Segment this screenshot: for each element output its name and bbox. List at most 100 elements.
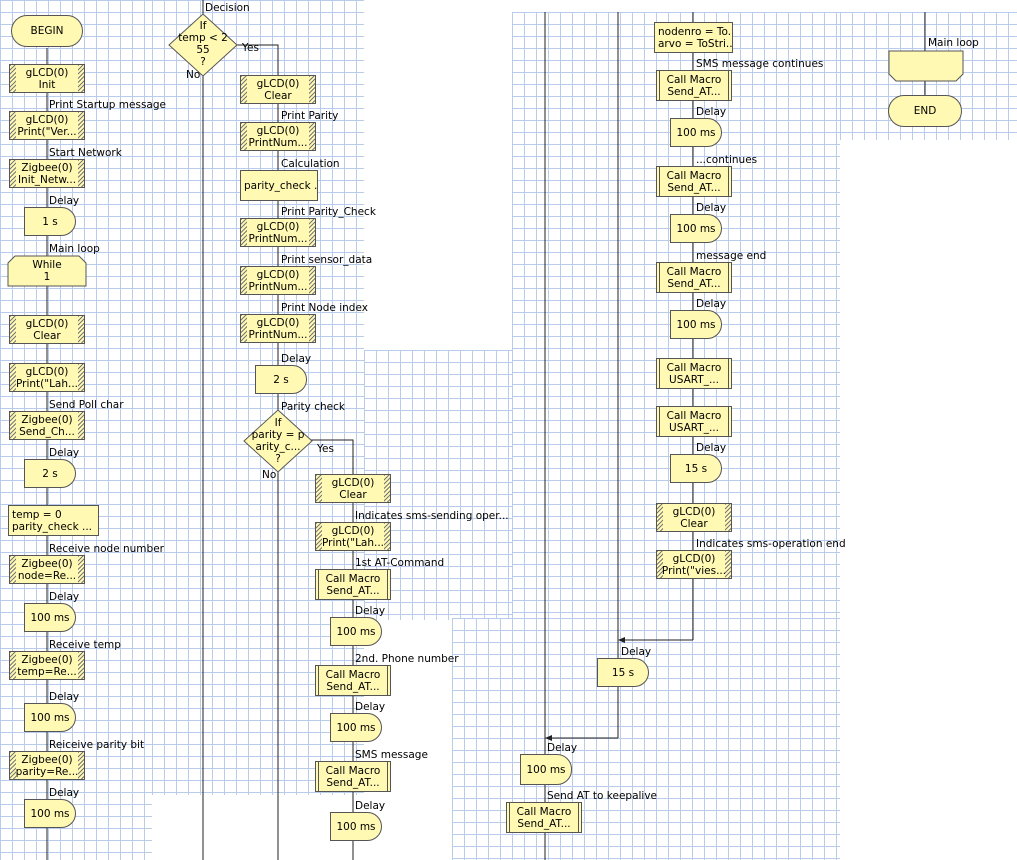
decision-label: Decision: [205, 2, 250, 14]
decision-line: 55: [196, 44, 210, 56]
block-line: node=Re...: [17, 569, 77, 582]
lcd-printnum-block[interactable]: gLCD(0)PrintNum...: [240, 314, 316, 343]
block-line: 100 ms: [676, 222, 716, 235]
block-line: gLCD(0): [331, 524, 375, 537]
zigbee-node-block[interactable]: Zigbee(0)node=Re...: [9, 555, 85, 584]
main-loop-label: Main loop: [928, 37, 979, 49]
lcd-print-ver-block[interactable]: gLCD(0)Print("Ver...: [9, 111, 85, 140]
delay-100ms-block[interactable]: 100 ms: [670, 118, 722, 147]
block-line: Call Macro: [666, 265, 722, 278]
lcd-print-lah-block[interactable]: gLCD(0)Print("Lah...: [9, 363, 85, 392]
calculation-block[interactable]: nodenro = To...arvo = ToStri...: [654, 22, 733, 53]
lcd-clear-block[interactable]: gLCD(0)Clear: [656, 503, 732, 532]
block-line: Print("Lah...: [15, 377, 79, 390]
block-line: Print("vies...: [661, 564, 727, 577]
block-line: 15 s: [611, 666, 635, 679]
delay-15s-block[interactable]: 15 s: [597, 658, 649, 687]
block-line: gLCD(0): [331, 476, 375, 489]
block-line: Send_AT...: [326, 776, 380, 789]
block-line: arvo = ToStri...: [658, 37, 733, 50]
lcd-printnum-block[interactable]: gLCD(0)PrintNum...: [240, 122, 316, 151]
delay-2s-block[interactable]: 2 s: [255, 365, 307, 394]
begin-text: BEGIN: [30, 25, 64, 37]
lcd-clear-block[interactable]: gLCD(0)Clear: [9, 315, 85, 344]
block-line: 2 s: [42, 467, 58, 480]
block-line: gLCD(0): [256, 124, 300, 137]
block-line: gLCD(0): [256, 77, 300, 90]
block-line: parity=Re...: [15, 765, 79, 778]
decision-text: If temp < 2 55 ?: [173, 20, 233, 68]
print-startup-label: Print Startup message: [49, 99, 166, 111]
block-line: 100 ms: [526, 763, 566, 776]
delay-label: Delay: [696, 106, 727, 118]
zigbee-init-block[interactable]: Zigbee(0)Init_Netw...: [9, 159, 85, 188]
block-line: Send_AT...: [517, 817, 571, 830]
loop-end-shape[interactable]: [888, 50, 964, 82]
block-line: nodenro = To...: [658, 25, 733, 38]
delay-15s-block[interactable]: 15 s: [670, 454, 722, 483]
delay-100ms-block[interactable]: 100 ms: [24, 799, 76, 828]
zigbee-send-block[interactable]: Zigbee(0)Send_Ch...: [9, 411, 85, 440]
parity-decision-diamond[interactable]: [242, 409, 314, 473]
calculation-block[interactable]: parity_check ...: [240, 170, 318, 201]
lcd-printnum-block[interactable]: gLCD(0)PrintNum...: [240, 266, 316, 295]
lcd-print-lah-block[interactable]: gLCD(0)Print("Lah...: [315, 522, 391, 551]
while-loop-shape[interactable]: [7, 255, 87, 287]
delay-100ms-block[interactable]: 100 ms: [670, 214, 722, 243]
begin-terminal[interactable]: BEGIN: [11, 15, 83, 47]
message-end-label: message end: [696, 250, 767, 262]
lcd-print-vies-block[interactable]: gLCD(0)Print("vies...: [656, 550, 732, 579]
block-line: PrintNum...: [248, 328, 308, 341]
lcd-init-block[interactable]: gLCD(0)Init: [9, 64, 85, 93]
delay-label: Delay: [49, 787, 80, 799]
decision-diamond[interactable]: [167, 13, 239, 77]
lcd-printnum-block[interactable]: gLCD(0)PrintNum...: [240, 218, 316, 247]
delay-label: Delay: [696, 298, 727, 310]
zigbee-parity-block[interactable]: Zigbee(0)parity=Re...: [9, 751, 85, 780]
send-poll-label: Send Poll char: [49, 399, 124, 411]
block-line: Send_AT...: [667, 181, 721, 194]
block-line: 100 ms: [30, 711, 70, 724]
delay-100ms-block[interactable]: 100 ms: [24, 603, 76, 632]
delay-label: Delay: [621, 646, 652, 658]
block-line: Init_Netw...: [17, 173, 77, 186]
block-line: gLCD(0): [256, 220, 300, 233]
delay-1s-block[interactable]: 1 s: [24, 207, 76, 236]
end-terminal[interactable]: END: [888, 95, 962, 127]
delay-2s-block[interactable]: 2 s: [24, 459, 76, 488]
delay-100ms-block[interactable]: 100 ms: [24, 703, 76, 732]
delay-100ms-block[interactable]: 100 ms: [330, 812, 382, 841]
block-line: While: [32, 259, 62, 271]
delay-label: Delay: [49, 691, 80, 703]
block-line: PrintNum...: [248, 136, 308, 149]
delay-100ms-block[interactable]: 100 ms: [670, 310, 722, 339]
block-line: temp=Re...: [17, 665, 77, 678]
decision-line: If: [274, 417, 282, 429]
block-line: Zigbee(0): [21, 653, 73, 666]
block-line: 100 ms: [30, 611, 70, 624]
delay-100ms-block[interactable]: 100 ms: [330, 713, 382, 742]
delay-100ms-block[interactable]: 100 ms: [520, 754, 572, 785]
block-line: USART_...: [669, 373, 719, 386]
lcd-clear-block[interactable]: gLCD(0)Clear: [315, 474, 391, 503]
block-line: 1 s: [42, 215, 58, 228]
zigbee-temp-block[interactable]: Zigbee(0)temp=Re...: [9, 651, 85, 680]
delay-label: Delay: [49, 447, 80, 459]
delay-100ms-block[interactable]: 100 ms: [330, 617, 382, 646]
block-line: Send_AT...: [326, 680, 380, 693]
phone-number-label: 2nd. Phone number: [355, 653, 459, 665]
receive-temp-label: Receive temp: [49, 639, 121, 651]
lcd-clear-block[interactable]: gLCD(0)Clear: [240, 75, 316, 104]
delay-label: Delay: [547, 742, 578, 754]
